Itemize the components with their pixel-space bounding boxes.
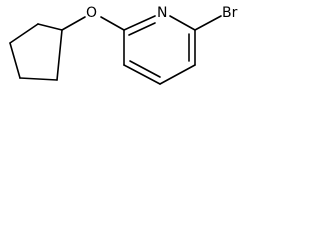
ether-linkage (61, 16, 125, 31)
bond-c4-c5 (123, 64, 161, 85)
pyridine-ring (123, 15, 196, 85)
atom-label-nitrogen: N (157, 5, 167, 21)
bond-ring-c1-c2 (37, 23, 63, 31)
bond-ring-c2-c3 (9, 23, 39, 44)
bond-c3-c4 (159, 64, 196, 85)
structure-canvas: O N Br (0, 0, 253, 94)
bond-c6-n-inner (128, 22, 156, 36)
bond-c4-c5-inner (129, 60, 161, 78)
atom-label-bromine: Br (222, 5, 238, 21)
bond-ring-c5-c1 (56, 29, 63, 81)
bond-ring-c3-c4 (9, 42, 21, 79)
bond-n-c2 (169, 15, 196, 31)
bond-c1-o (61, 16, 86, 31)
bond-o-c6 (100, 16, 125, 31)
chemical-structure-diagram: O N Br (9, 5, 238, 85)
bond-c6-n (123, 15, 156, 31)
cyclopentane-ring (9, 23, 63, 81)
bond-c2-br (194, 15, 222, 31)
atom-label-oxygen: O (86, 5, 97, 21)
bond-ring-c4-c5 (19, 77, 58, 81)
